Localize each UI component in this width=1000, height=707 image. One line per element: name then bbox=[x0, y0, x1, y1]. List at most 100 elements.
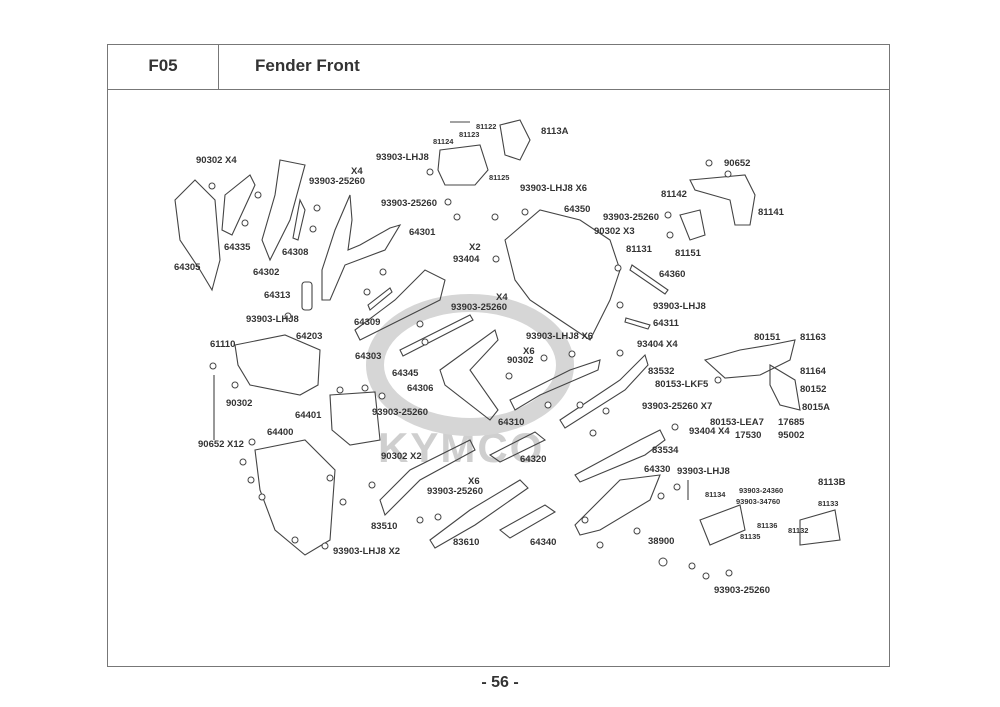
part-label: 83510 bbox=[371, 521, 398, 532]
part-label: 81163 bbox=[800, 332, 826, 343]
fastener-icon bbox=[544, 401, 552, 409]
part-inner-panel bbox=[504, 209, 621, 341]
part-label: 93903-LHJ8 X6 bbox=[526, 331, 594, 342]
fastener-icon bbox=[421, 338, 429, 346]
part-label: 93903-25260 bbox=[372, 407, 428, 418]
part-label: 81124 bbox=[433, 137, 454, 146]
fastener-icon bbox=[379, 268, 387, 276]
part-83610 bbox=[429, 479, 529, 549]
fastener-group bbox=[208, 159, 733, 580]
part-label: 80153-LKF5 bbox=[655, 379, 709, 390]
part-label: 93903-25260 X7 bbox=[642, 401, 713, 412]
part-64309 bbox=[367, 287, 393, 311]
fastener-icon bbox=[633, 527, 641, 535]
part-label: 90302 bbox=[226, 398, 253, 409]
part-label: 81122 bbox=[476, 122, 497, 131]
part-label: 64305 bbox=[174, 262, 201, 273]
part-label: 81164 bbox=[800, 366, 826, 377]
fastener-icon bbox=[616, 349, 624, 357]
section-code: F05 bbox=[148, 56, 178, 75]
fastener-icon bbox=[231, 381, 239, 389]
part-label: X6 bbox=[468, 476, 480, 487]
fastener-icon bbox=[434, 513, 442, 521]
fastener-icon bbox=[666, 231, 674, 239]
fastener-icon bbox=[657, 492, 665, 500]
fastener-icon bbox=[724, 170, 732, 178]
part-label: 90652 X12 bbox=[198, 439, 244, 450]
part-label: 64345 bbox=[392, 368, 419, 379]
part-label: 81132 bbox=[788, 526, 809, 535]
part-label: X2 bbox=[469, 242, 481, 253]
fastener-icon bbox=[248, 438, 256, 446]
part-label: 64203 bbox=[296, 331, 323, 342]
part-label: 64302 bbox=[253, 267, 280, 278]
fastener-icon bbox=[444, 198, 452, 206]
part-80151 bbox=[703, 339, 796, 379]
part-81141 bbox=[689, 174, 756, 226]
part-label: 93903-25260 bbox=[603, 212, 659, 223]
part-label: 81134 bbox=[705, 490, 726, 499]
part-label: 64401 bbox=[295, 410, 322, 421]
part-label: 93903-25260 bbox=[309, 176, 365, 187]
fastener-icon bbox=[596, 541, 604, 549]
part-label: 64301 bbox=[409, 227, 436, 238]
fastener-icon bbox=[336, 386, 344, 394]
part-label: 90652 bbox=[724, 158, 751, 169]
part-64401 bbox=[329, 391, 381, 446]
part-label: 93903-LHJ8 bbox=[376, 152, 429, 163]
part-label: 90302 X3 bbox=[594, 226, 635, 237]
part-83510 bbox=[379, 439, 476, 517]
fastener-icon bbox=[568, 350, 576, 358]
part-label: 93903-34760 bbox=[736, 497, 781, 506]
part-label: 93903-24360 bbox=[739, 486, 784, 495]
part-label: 8015A bbox=[802, 402, 830, 413]
part-label: 93903-25260 bbox=[427, 486, 483, 497]
part-64311 bbox=[624, 317, 651, 330]
part-label: 81142 bbox=[661, 189, 687, 200]
part-label: 38900 bbox=[648, 536, 675, 547]
part-label: 80153-LEA7 bbox=[710, 417, 764, 428]
part-label: 64313 bbox=[264, 290, 291, 301]
part-label: 64306 bbox=[407, 383, 434, 394]
part-8113A-lens bbox=[499, 119, 531, 161]
fastener-icon bbox=[254, 191, 262, 199]
fastener-icon bbox=[540, 354, 548, 362]
part-label: 81141 bbox=[758, 207, 784, 218]
part-label: 93404 X4 bbox=[689, 426, 730, 437]
part-label: 64335 bbox=[224, 242, 251, 253]
part-label: 90302 X4 bbox=[196, 155, 237, 166]
part-8113A-housing bbox=[437, 144, 489, 186]
fastener-icon bbox=[673, 483, 681, 491]
part-label: 64340 bbox=[530, 537, 557, 548]
part-label: 61110 bbox=[210, 339, 236, 350]
fastener-icon bbox=[505, 372, 513, 380]
part-label: X6 bbox=[523, 346, 535, 357]
fastener-icon bbox=[671, 423, 679, 431]
part-label: 64350 bbox=[564, 204, 591, 215]
fastener-icon bbox=[416, 320, 424, 328]
fastener-icon bbox=[688, 562, 696, 570]
part-label: 93903-LHJ8 X2 bbox=[333, 546, 401, 557]
part-label: 64360 bbox=[659, 269, 686, 280]
part-label: X4 bbox=[351, 166, 363, 177]
fastener-icon bbox=[239, 458, 247, 466]
part-label: 64303 bbox=[355, 351, 382, 362]
fastener-icon bbox=[616, 301, 624, 309]
fastener-icon bbox=[361, 384, 369, 392]
part-83532 bbox=[559, 353, 649, 429]
fastener-icon bbox=[491, 213, 499, 221]
part-64303 bbox=[354, 269, 446, 341]
fastener-icon bbox=[581, 516, 589, 524]
fastener-icon bbox=[664, 211, 672, 219]
fastener-icon bbox=[339, 498, 347, 506]
part-64345 bbox=[399, 314, 474, 357]
part-8015A bbox=[769, 364, 801, 411]
part-label: 64309 bbox=[354, 317, 381, 328]
fastener-icon bbox=[241, 219, 249, 227]
part-81151 bbox=[679, 209, 706, 241]
header-divider bbox=[107, 89, 890, 90]
part-label: 93903-25260 bbox=[381, 198, 437, 209]
page-title: Fender Front bbox=[255, 56, 360, 75]
part-64308 bbox=[292, 198, 306, 241]
